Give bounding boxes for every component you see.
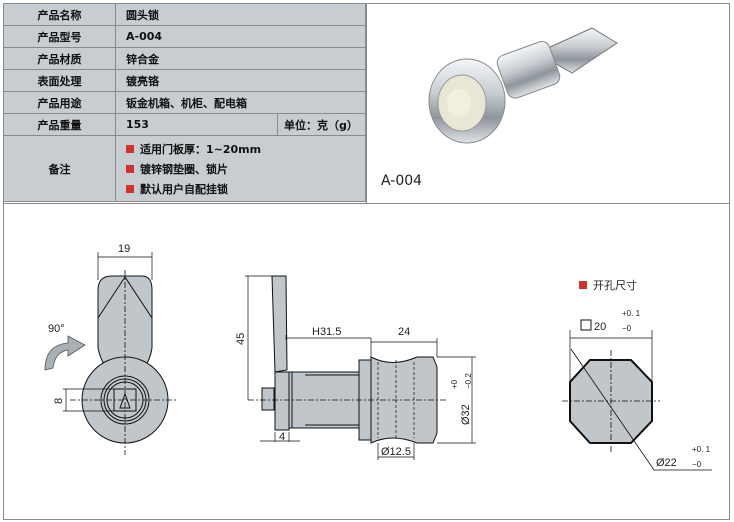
dim-hole-tol-plus: +0. 1	[692, 445, 711, 454]
note-text: 镀锌钢垫圈、锁片	[140, 162, 228, 176]
dim-rotation: 90°	[48, 323, 65, 335]
table-row: 产品名称圆头锁	[3, 3, 366, 26]
spec-key: 产品重量	[3, 113, 116, 136]
dim-key: 8	[53, 398, 65, 404]
product-photo-panel: A-004	[366, 3, 730, 203]
dim-shaft: Ø12.5	[381, 446, 411, 458]
table-row: 产品材质锌合金	[3, 47, 366, 70]
model-caption: A-004	[381, 173, 423, 189]
spec-key: 备注	[3, 135, 116, 202]
note-text: 适用门板厚：1~20mm	[140, 142, 262, 156]
dim-square: 20	[594, 321, 606, 333]
dim-diameter-tol-minus: −0.2	[464, 373, 473, 389]
weight-unit: 单位：克（g）	[277, 113, 366, 136]
note-item: 镀锌钢垫圈、锁片	[126, 159, 365, 179]
note-text: 默认用户自配挂锁	[140, 182, 228, 196]
spec-key: 表面处理	[3, 69, 116, 92]
bullet-square-icon	[126, 144, 134, 153]
dim-width: 19	[118, 243, 130, 255]
table-row: 产品用途钣金机箱、机柜、配电箱	[3, 91, 366, 114]
dim-square-tol-plus: +0. 1	[622, 309, 641, 318]
spec-value: 锌合金	[115, 47, 366, 70]
table-row: 备注 适用门板厚：1~20mm 镀锌钢垫圈、锁片 默认用户自配挂锁	[3, 135, 366, 202]
note-item: 默认用户自配挂锁	[126, 179, 365, 199]
dim-diameter: Ø32	[460, 404, 472, 425]
dim-hole-tol-minus: −0	[692, 460, 702, 469]
dim-thickness: 4	[279, 431, 285, 443]
spec-value: 钣金机箱、机柜、配电箱	[115, 91, 366, 114]
product-photo	[428, 27, 618, 144]
spec-key: 产品型号	[3, 25, 116, 48]
bullet-square-icon	[126, 164, 134, 173]
dim-square-tol-minus: −0	[622, 324, 632, 333]
dim-height: 45	[235, 333, 247, 345]
bullet-square-icon	[126, 184, 134, 193]
spec-value: 圆头锁	[115, 3, 366, 26]
spec-key: 产品用途	[3, 91, 116, 114]
cutout-label: 开孔尺寸	[579, 277, 637, 293]
front-view	[44, 252, 178, 455]
notes-cell: 适用门板厚：1~20mm 镀锌钢垫圈、锁片 默认用户自配挂锁	[115, 135, 366, 202]
side-view	[245, 275, 476, 460]
section-divider	[3, 203, 730, 204]
dim-body: 24	[398, 326, 410, 338]
spec-key: 产品材质	[3, 47, 116, 70]
bullet-square-icon	[579, 281, 587, 289]
spec-key: 产品名称	[3, 3, 116, 26]
dim-hole-diameter: Ø22	[656, 457, 677, 469]
cutout-view	[562, 319, 712, 471]
dim-diameter-tol-plus: +0	[450, 379, 459, 389]
note-item: 适用门板厚：1~20mm	[126, 139, 365, 159]
cutout-label-text: 开孔尺寸	[593, 279, 637, 292]
dim-h: H31.5	[312, 326, 341, 338]
